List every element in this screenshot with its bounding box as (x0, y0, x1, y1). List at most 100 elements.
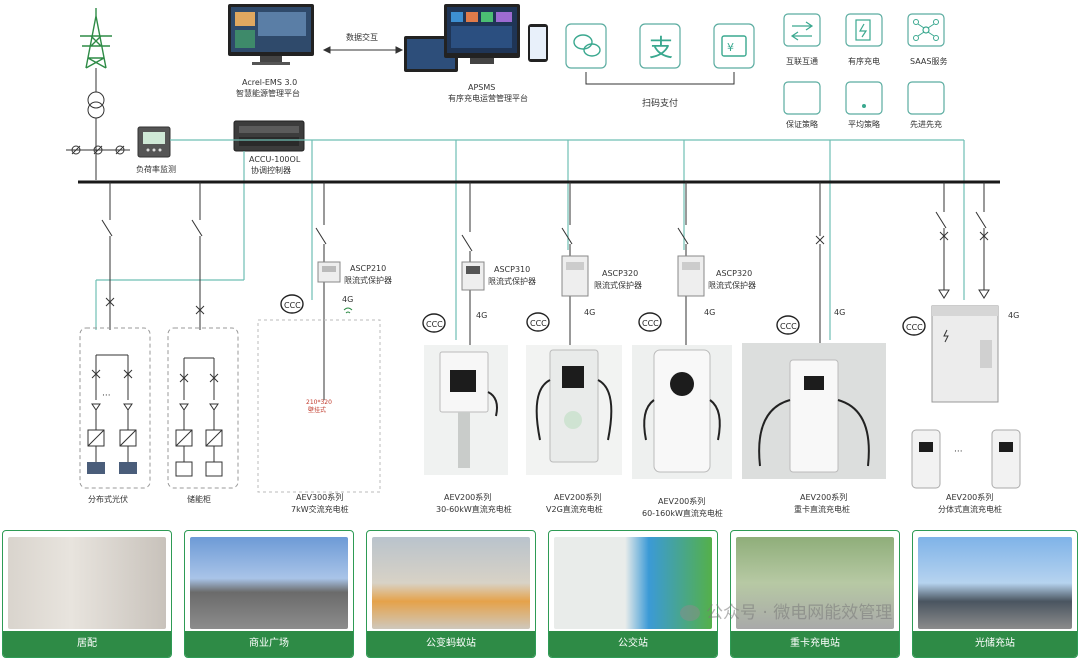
branch-feeders (101, 182, 990, 400)
charger-series-3: AEV200系列 (658, 496, 705, 506)
watermark-text: 公众号 · 微电网能效管理 (706, 603, 893, 623)
ccc-cert-icon: CCC (422, 313, 446, 333)
ascp210-device (317, 261, 341, 283)
storage-circuit (175, 357, 223, 477)
current-transformer-icons (66, 145, 130, 155)
ascp310-desc: 限流式保护器 (488, 276, 536, 286)
apsms-name: APSMS (468, 83, 495, 92)
ems-monitor-image (228, 4, 314, 65)
scene-photo (372, 537, 530, 629)
split-dots: ··· (954, 447, 963, 457)
mount-note-size: 210*320 (306, 399, 332, 406)
ascp320b-desc: 限流式保护器 (708, 280, 756, 290)
signal-4g-1: 4G (476, 311, 487, 320)
service-label-2: SAAS服务 (910, 56, 947, 66)
communication-lines (95, 139, 965, 340)
scene-caption: 商业广场 (185, 631, 353, 657)
charger-desc-0: 7kW交流充电桩 (291, 504, 349, 514)
wechat-pay-icon[interactable] (565, 23, 607, 69)
scene-card-public-station[interactable]: 公变蚂蚁站 (366, 530, 536, 658)
scene-photo (736, 537, 894, 629)
charger-series-0: AEV300系列 (296, 492, 343, 502)
ordered-charging-icon[interactable] (845, 13, 883, 47)
ccc-cert-icon: CCC (280, 294, 304, 314)
bidirectional-arrow-icon (322, 46, 404, 54)
ccc-cert-icon: CCC (526, 312, 550, 332)
charger-series-4: AEV200系列 (800, 492, 847, 502)
charger-desc-5: 分体式直流充电桩 (938, 504, 1002, 514)
accu-name: ACCU-100OL (249, 155, 301, 164)
dc-charger-30-60kw-image (424, 345, 508, 475)
pv-group-box (79, 327, 151, 489)
signal-4g-5: 4G (1008, 311, 1019, 320)
ascp210-name: ASCP210 (350, 264, 386, 273)
scene-photo (918, 537, 1072, 629)
ccc-cert-icon: CCC (902, 316, 926, 336)
ascp320-device-a (561, 255, 589, 297)
scene-card-pv-storage-station[interactable]: 光储充站 (912, 530, 1078, 658)
apsms-desc: 有序充电运营管理平台 (448, 93, 528, 103)
svg-text:CCC: CCC (906, 323, 923, 332)
load-monitor-device (137, 126, 171, 158)
pv-circuit (87, 354, 137, 462)
alipay-icon[interactable]: 支 (639, 23, 681, 69)
v2g-charger-image (526, 345, 622, 475)
signal-4g-ac: 4G (342, 295, 353, 304)
saas-service-icon[interactable] (907, 13, 945, 47)
first-come-first-charge-icon[interactable] (907, 81, 945, 115)
ascp320a-desc: 限流式保护器 (594, 280, 642, 290)
scene-caption: 公变蚂蚁站 (367, 631, 535, 657)
watermark: 公众号 · 微电网能效管理 (680, 598, 892, 623)
scene-caption: 居配 (3, 631, 171, 657)
scene-card-truck-station[interactable]: 重卡充电站 (730, 530, 900, 658)
guarantee-strategy-icon[interactable] (783, 81, 821, 115)
data-exchange-label: 数据交互 (346, 32, 378, 42)
charger-desc-3: 60-160kW直流充电桩 (642, 508, 723, 518)
scene-card-residential[interactable]: 居配 (2, 530, 172, 658)
interconnect-icon[interactable] (783, 13, 821, 47)
solar-panel-icons (87, 462, 137, 474)
ascp320-device-b (677, 255, 705, 297)
mount-note-type: 壁挂式 (308, 406, 326, 414)
scene-caption: 重卡充电站 (731, 631, 899, 657)
charger-desc-2: V2G直流充电桩 (546, 504, 603, 514)
ccc-cert-icon: CCC (638, 312, 662, 332)
split-terminal-images (911, 429, 1021, 489)
scene-caption: 光储充站 (913, 631, 1077, 657)
wifi-icon (343, 307, 353, 314)
storage-label: 储能柜 (187, 494, 211, 504)
signal-4g-4: 4G (834, 308, 845, 317)
service-label-5: 先进先充 (910, 119, 942, 129)
svg-text:CCC: CCC (780, 322, 797, 331)
scene-photo (190, 537, 348, 629)
scene-photo (8, 537, 166, 629)
service-label-3: 保证策略 (786, 119, 818, 129)
ems-desc: 智慧能源管理平台 (236, 88, 300, 98)
truck-charger-image (742, 343, 886, 479)
ascp310-name: ASCP310 (494, 265, 530, 274)
transformer-icon (87, 91, 105, 119)
signal-4g-3: 4G (704, 308, 715, 317)
scan-pay-label: 扫码支付 (642, 97, 678, 109)
svg-text:CCC: CCC (426, 320, 443, 329)
svg-text:¥: ¥ (727, 41, 734, 54)
charger-desc-1: 30-60kW直流充电桩 (436, 504, 512, 514)
scene-card-commercial-plaza[interactable]: 商业广场 (184, 530, 354, 658)
svg-text:CCC: CCC (642, 319, 659, 328)
dc-charger-60-160kw-image (632, 345, 732, 479)
transmission-tower-icon (80, 8, 112, 69)
ascp310-device (461, 261, 485, 291)
wechat-official-icon (680, 605, 700, 621)
average-strategy-icon[interactable] (845, 81, 883, 115)
service-label-4: 平均策略 (848, 119, 880, 129)
charger-desc-4: 重卡直流充电桩 (794, 504, 850, 514)
scene-card-bus-station[interactable]: 公交站 (548, 530, 718, 658)
wallet-pay-icon[interactable]: ¥ (713, 23, 755, 69)
ascp210-desc: 限流式保护器 (344, 275, 392, 285)
ac-charger-placeholder (257, 319, 381, 493)
ascp320b-name: ASCP320 (716, 269, 752, 278)
ccc-cert-icon: CCC (776, 315, 800, 335)
load-monitor-label: 负荷率监测 (136, 164, 176, 174)
